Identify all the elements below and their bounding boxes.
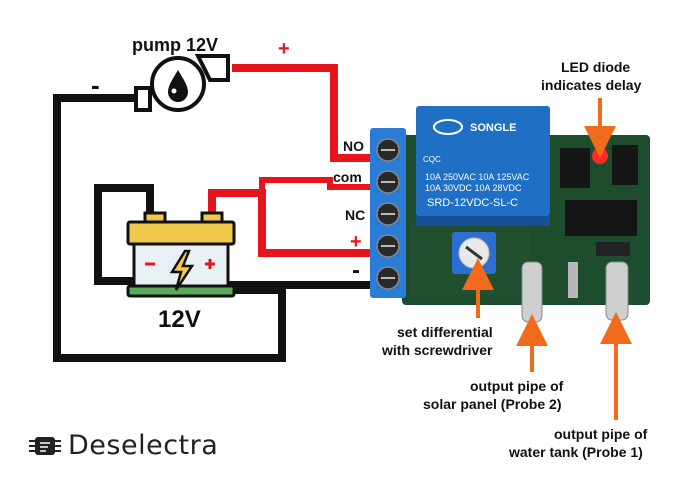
battery-negative-loop-wire: [94, 184, 154, 285]
relay-cert: CQC: [423, 155, 441, 164]
probe-2-label-line2: solar panel (Probe 2): [423, 396, 561, 412]
relay-module-board: [370, 106, 650, 323]
terminal-minus-label: -: [352, 257, 360, 284]
delay-led: [592, 148, 608, 164]
probe-1-pipe: [605, 261, 629, 321]
logo-text: Deselectra: [68, 430, 219, 461]
terminal-com-label: com: [333, 169, 362, 185]
pump-label: pump 12V: [132, 35, 218, 55]
relay-spec-2: 10A 30VDC 10A 28VDC: [425, 183, 522, 193]
relay-spec-1: 10A 250VAC 10A 125VAC: [425, 172, 530, 182]
com-jumper-wire: [259, 177, 378, 193]
chip-logo-icon: [29, 436, 61, 455]
pump-plus-sign: +: [278, 38, 290, 60]
brand-logo: Deselectra: [28, 430, 218, 461]
probe-1-label-line2: water tank (Probe 1): [508, 444, 643, 460]
pump-negative-wire: [53, 94, 286, 362]
battery-label: 12V: [158, 306, 201, 333]
pump-positive-wire: [232, 64, 378, 162]
probe-2-pipe: [521, 261, 543, 323]
terminal-no-label: NO: [343, 138, 364, 154]
pump-minus-sign: -: [91, 70, 100, 100]
ic-chip: [565, 200, 637, 236]
terminal-nc-label: NC: [345, 207, 365, 223]
probe-1-label-line1: output pipe of: [554, 426, 648, 442]
differential-label-line1: set differential: [397, 324, 493, 340]
terminal-plus-label: +: [350, 231, 362, 253]
probe-2-label-line1: output pipe of: [470, 378, 564, 394]
led-label-line2: indicates delay: [541, 77, 642, 93]
relay-brand: SONGLE: [470, 122, 516, 134]
differential-label-line2: with screwdriver: [381, 342, 493, 358]
led-label-line1: LED diode: [561, 59, 630, 75]
pump-icon: [134, 54, 230, 112]
battery-icon: [126, 211, 236, 298]
relay-model: SRD-12VDC-SL-C: [427, 197, 518, 209]
